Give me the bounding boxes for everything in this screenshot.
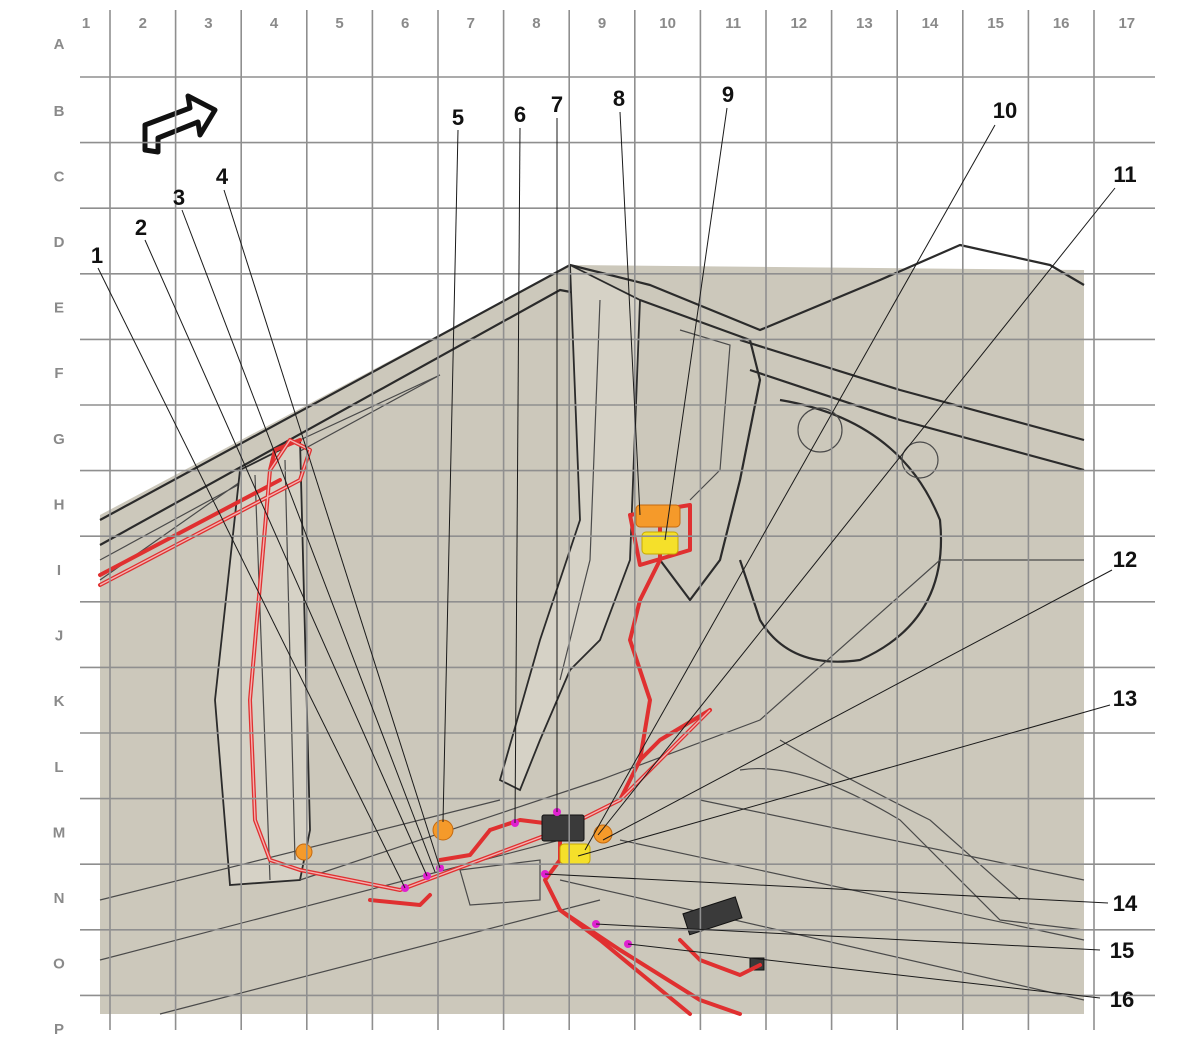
grid-row-label: B <box>54 103 65 120</box>
grid-column-label: 3 <box>204 15 212 32</box>
grid-column-label: 8 <box>532 15 540 32</box>
grid-row-label: D <box>54 234 65 251</box>
grid-column-label: 7 <box>467 15 475 32</box>
callout-labels: 1 2 3 4 5 6 7 8 9 10 11 12 13 14 15 16 <box>91 82 1138 1012</box>
connector-orange <box>593 824 613 844</box>
grid-row-label: C <box>54 168 65 185</box>
callout-11: 11 <box>1113 162 1136 187</box>
callout-8: 8 <box>613 86 625 111</box>
white-sky-area <box>100 260 1084 515</box>
connector-orange <box>635 504 681 528</box>
connector-orange <box>432 819 454 841</box>
grid-row-labels: A B C D E F G H I J K L M N O P <box>53 36 66 1038</box>
callout-2: 2 <box>135 215 147 240</box>
callout-4: 4 <box>216 164 229 189</box>
grid-row-label: O <box>53 956 65 973</box>
callout-10: 10 <box>993 98 1017 123</box>
grid-column-label: 10 <box>659 15 676 32</box>
grid-row-label: K <box>54 693 65 710</box>
callout-7: 7 <box>551 92 563 117</box>
grid-column-label: 6 <box>401 15 409 32</box>
grid-row-label: L <box>54 759 63 776</box>
front-direction-arrow-icon <box>142 93 218 155</box>
grid-row-label: E <box>54 300 64 317</box>
callout-leaders <box>97 107 1116 999</box>
grid-row-label: N <box>54 890 65 907</box>
grid-row-label: H <box>54 496 65 513</box>
callout-16: 16 <box>1110 987 1134 1012</box>
grid-column-label: 13 <box>856 15 873 32</box>
grid-row-label: I <box>57 562 61 579</box>
grid-column-label: 11 <box>725 15 741 32</box>
grid-column-label: 14 <box>922 15 939 32</box>
callout-12: 12 <box>1113 547 1137 572</box>
callout-1: 1 <box>91 243 103 268</box>
grid-lines <box>80 10 1155 1030</box>
connector-yellow <box>641 531 679 555</box>
diagram-white-corner <box>100 10 1084 260</box>
callout-6: 6 <box>514 102 526 127</box>
callout-5: 5 <box>452 105 464 130</box>
grid-column-label: 4 <box>270 15 279 32</box>
grid-row-label: F <box>54 365 63 382</box>
grid-row-label: M <box>53 824 66 841</box>
grid-column-label: 12 <box>790 15 807 32</box>
grid-column-label: 15 <box>987 15 1004 32</box>
callout-13: 13 <box>1113 686 1137 711</box>
junction-block <box>541 814 585 842</box>
grid-column-label: 16 <box>1053 15 1070 32</box>
grid-row-label: J <box>55 628 63 645</box>
grid-column-label: 9 <box>598 15 606 32</box>
callout-3: 3 <box>173 185 185 210</box>
grid-column-label: 5 <box>335 15 343 32</box>
grid-column-label: 1 <box>82 15 90 32</box>
callout-15: 15 <box>1110 938 1134 963</box>
grid-row-label: A <box>54 36 65 53</box>
callout-14: 14 <box>1113 891 1138 916</box>
callout-9: 9 <box>722 82 734 107</box>
grid-row-label: G <box>53 431 65 448</box>
grid-row-label: P <box>54 1021 64 1038</box>
grid-column-label: 17 <box>1118 15 1135 32</box>
connector-orange <box>295 843 313 861</box>
grid-column-label: 2 <box>139 15 147 32</box>
